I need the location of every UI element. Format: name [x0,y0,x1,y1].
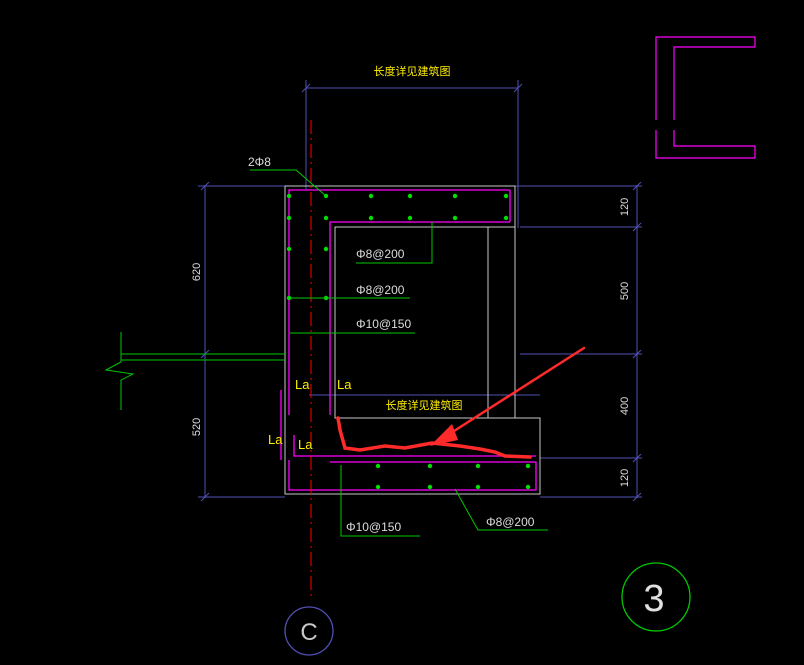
rebar-dot [475,463,481,469]
detail-number-label: 3 [643,578,664,620]
dim-right-120-top: 120 [619,198,631,216]
rebar-label-stirrup-3: Φ10@150 [356,317,411,331]
dim-left-620: 620 [191,263,203,281]
title-inner: 长度详见建筑图 [386,398,463,412]
leader-lines [250,169,548,537]
rebar-dot [427,484,433,490]
break-line [104,332,285,410]
dimension-lines [198,80,642,502]
rebar-outlines [280,189,537,491]
rebar-dot [503,215,509,221]
dim-right-500: 500 [619,282,631,300]
rebar-dot [427,463,433,469]
rebar-label-stirrup-2: Φ8@200 [356,283,405,297]
rebar-dot [286,193,292,199]
anchorage-label-3: La [268,432,283,447]
axis-bubble-c: C [284,606,334,656]
rebar-dot [286,215,292,221]
rebar-label-bottom-left: Φ10@150 [346,520,401,534]
highlight-annotation [336,346,586,459]
rebar-dot [375,484,381,490]
rebar-dot [452,215,458,221]
rebar-dot [368,215,374,221]
rebar-dot [525,484,531,490]
dim-right-120-bottom: 120 [619,469,631,487]
rebar-label-top-bars: 2Φ8 [248,155,271,169]
rebar-dot [525,463,531,469]
concrete-section-outline [284,185,541,495]
rebar-dot [323,215,329,221]
anchorage-label-1: La [295,377,310,392]
rebar-dot [407,193,413,199]
rebar-dot [503,193,509,199]
rebar-dot [452,193,458,199]
anchorage-label-4: La [298,437,313,452]
partial-detail-top-right [655,36,756,159]
rebar-dot [375,463,381,469]
rebar-dot [323,246,329,252]
title-top: 长度详见建筑图 [374,64,451,78]
axis-bubble-label: C [300,619,317,646]
rebar-label-bottom-right: Φ8@200 [486,515,535,529]
dim-right-400: 400 [619,397,631,415]
rebar-dot [286,295,292,301]
pointer-arrow [438,346,586,442]
rebar-dot [368,193,374,199]
detail-number-bubble: 3 [621,562,691,632]
anchorage-label-2: La [337,377,352,392]
rebar-dot [286,246,292,252]
rebar-dots [286,193,531,490]
dim-left-520: 520 [191,418,203,436]
rebar-dot [475,484,481,490]
rebar-label-stirrup-1: Φ8@200 [356,247,405,261]
rebar-dot [407,215,413,221]
